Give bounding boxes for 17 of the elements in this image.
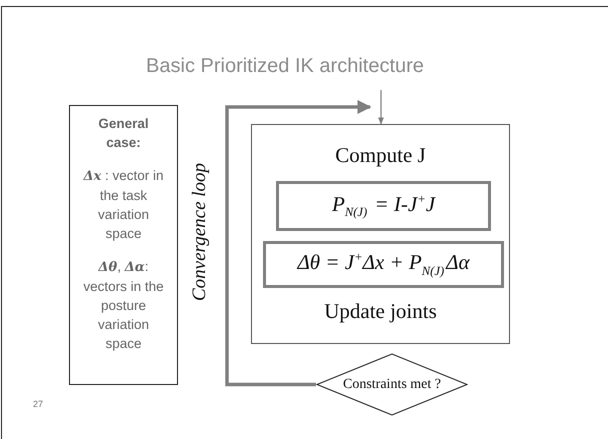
formula: P$_{N(J)}$ = I-J$^{+}$J: [332, 192, 436, 220]
arrow: [225, 100, 372, 386]
formula-box: [263, 241, 504, 288]
process-box: [251, 124, 510, 344]
decision-label: Constraints met ?: [343, 376, 441, 392]
edge-label: Convergence loop: [189, 162, 211, 302]
formula: Δθ = J$^{+}$Δx + P$_{N(J)}$Δα: [297, 250, 470, 279]
note-text: Δθ, Δα: vectors in the posture variation space: [82, 258, 165, 353]
process-label: Compute J: [334, 143, 427, 168]
title: Basic Prioritized IK architecture: [145, 55, 425, 78]
page-number: 27: [33, 399, 44, 409]
note-heading: General case:: [97, 115, 150, 152]
formula-box: [276, 181, 491, 231]
arrow: [378, 90, 384, 125]
note-text: Δx : vector in the task variation space: [82, 167, 165, 243]
note-box: [69, 105, 178, 385]
process-label: Update joints: [323, 299, 438, 324]
